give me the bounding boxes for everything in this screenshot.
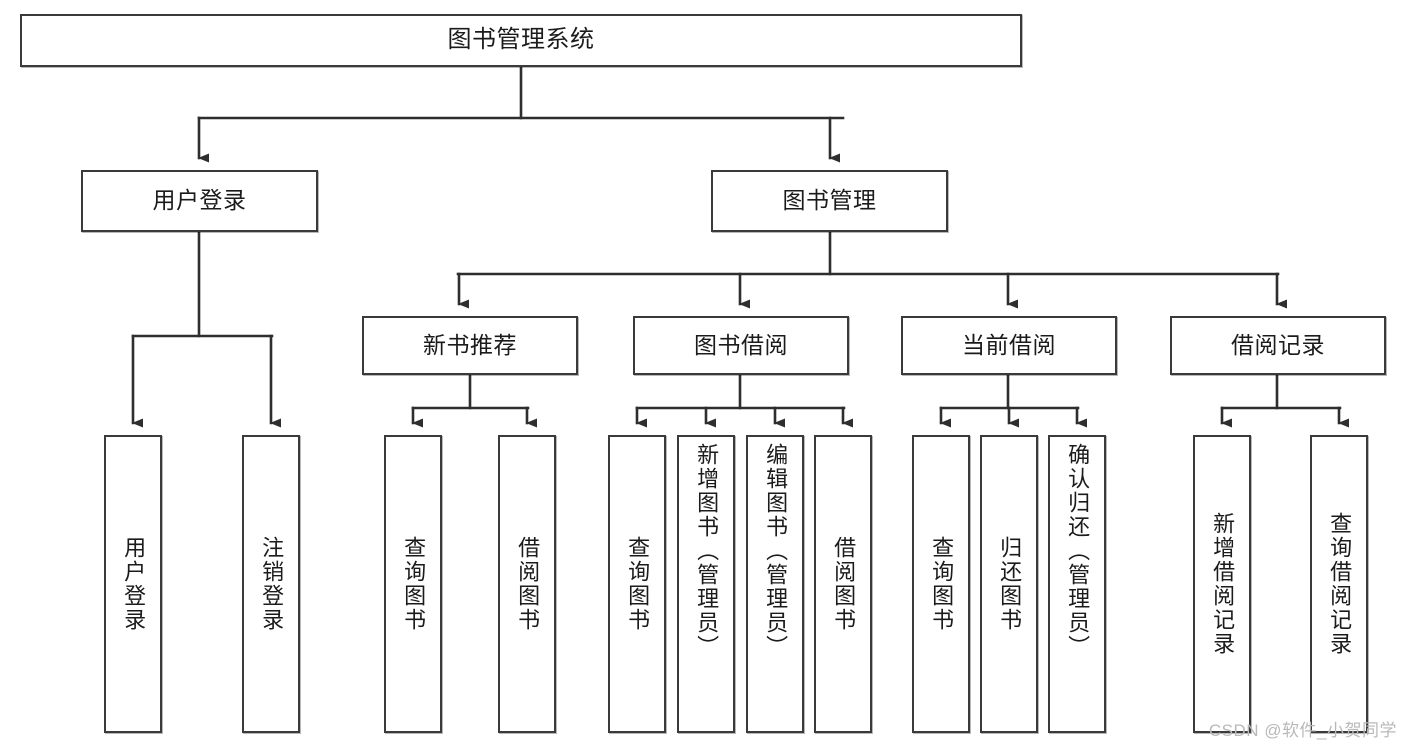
node-label: 确认归还（管理员） bbox=[1065, 443, 1091, 659]
node-leaf-borrow-book-1[interactable]: 借阅图书 bbox=[498, 435, 556, 733]
node-leaf-user-login[interactable]: 用户登录 bbox=[104, 435, 162, 733]
node-label: 借阅记录 bbox=[1231, 331, 1325, 358]
node-book-borrowing[interactable]: 图书借阅 bbox=[633, 316, 849, 375]
node-leaf-query-book-3[interactable]: 查询图书 bbox=[912, 435, 970, 733]
node-leaf-query-borrow-record[interactable]: 查询借阅记录 bbox=[1310, 435, 1368, 733]
node-book-management[interactable]: 图书管理 bbox=[711, 170, 948, 232]
node-label: 当前借阅 bbox=[962, 331, 1056, 358]
node-leaf-query-book-2[interactable]: 查询图书 bbox=[608, 435, 666, 733]
node-label: 归还图书 bbox=[997, 536, 1023, 632]
node-label: 查询图书 bbox=[625, 536, 651, 632]
node-leaf-borrow-book-2[interactable]: 借阅图书 bbox=[814, 435, 872, 733]
node-label: 用户登录 bbox=[121, 536, 147, 632]
node-leaf-add-book-admin[interactable]: 新增图书（管理员） bbox=[677, 435, 735, 733]
node-leaf-return-book[interactable]: 归还图书 bbox=[980, 435, 1038, 733]
node-label: 用户登录 bbox=[152, 187, 247, 214]
node-new-book-recommendation[interactable]: 新书推荐 bbox=[362, 316, 578, 375]
node-leaf-add-borrow-record[interactable]: 新增借阅记录 bbox=[1193, 435, 1251, 733]
node-leaf-edit-book-admin[interactable]: 编辑图书（管理员） bbox=[746, 435, 804, 733]
node-borrowing-records[interactable]: 借阅记录 bbox=[1170, 316, 1386, 375]
watermark-text: CSDN @软件_小贺同学 bbox=[1208, 721, 1397, 740]
node-label: 借阅图书 bbox=[831, 536, 857, 632]
node-label: 编辑图书（管理员） bbox=[763, 443, 789, 659]
node-label: 新增图书（管理员） bbox=[694, 443, 720, 659]
node-leaf-confirm-return-admin[interactable]: 确认归还（管理员） bbox=[1048, 435, 1106, 733]
node-user-login[interactable]: 用户登录 bbox=[81, 170, 318, 232]
node-label: 注销登录 bbox=[259, 536, 285, 632]
node-current-borrowing[interactable]: 当前借阅 bbox=[901, 316, 1117, 375]
node-book-management-system[interactable]: 图书管理系统 bbox=[20, 14, 1022, 67]
node-label: 查询图书 bbox=[401, 536, 427, 632]
node-label: 查询借阅记录 bbox=[1327, 512, 1353, 656]
node-label: 借阅图书 bbox=[515, 536, 541, 632]
node-label: 查询图书 bbox=[929, 536, 955, 632]
node-label: 图书管理 bbox=[782, 187, 877, 214]
node-label: 新书推荐 bbox=[423, 331, 517, 358]
node-leaf-query-book-1[interactable]: 查询图书 bbox=[384, 435, 442, 733]
node-label: 图书管理系统 bbox=[447, 26, 595, 54]
node-label: 新增借阅记录 bbox=[1210, 512, 1236, 656]
node-leaf-logout[interactable]: 注销登录 bbox=[242, 435, 300, 733]
node-label: 图书借阅 bbox=[694, 331, 788, 358]
